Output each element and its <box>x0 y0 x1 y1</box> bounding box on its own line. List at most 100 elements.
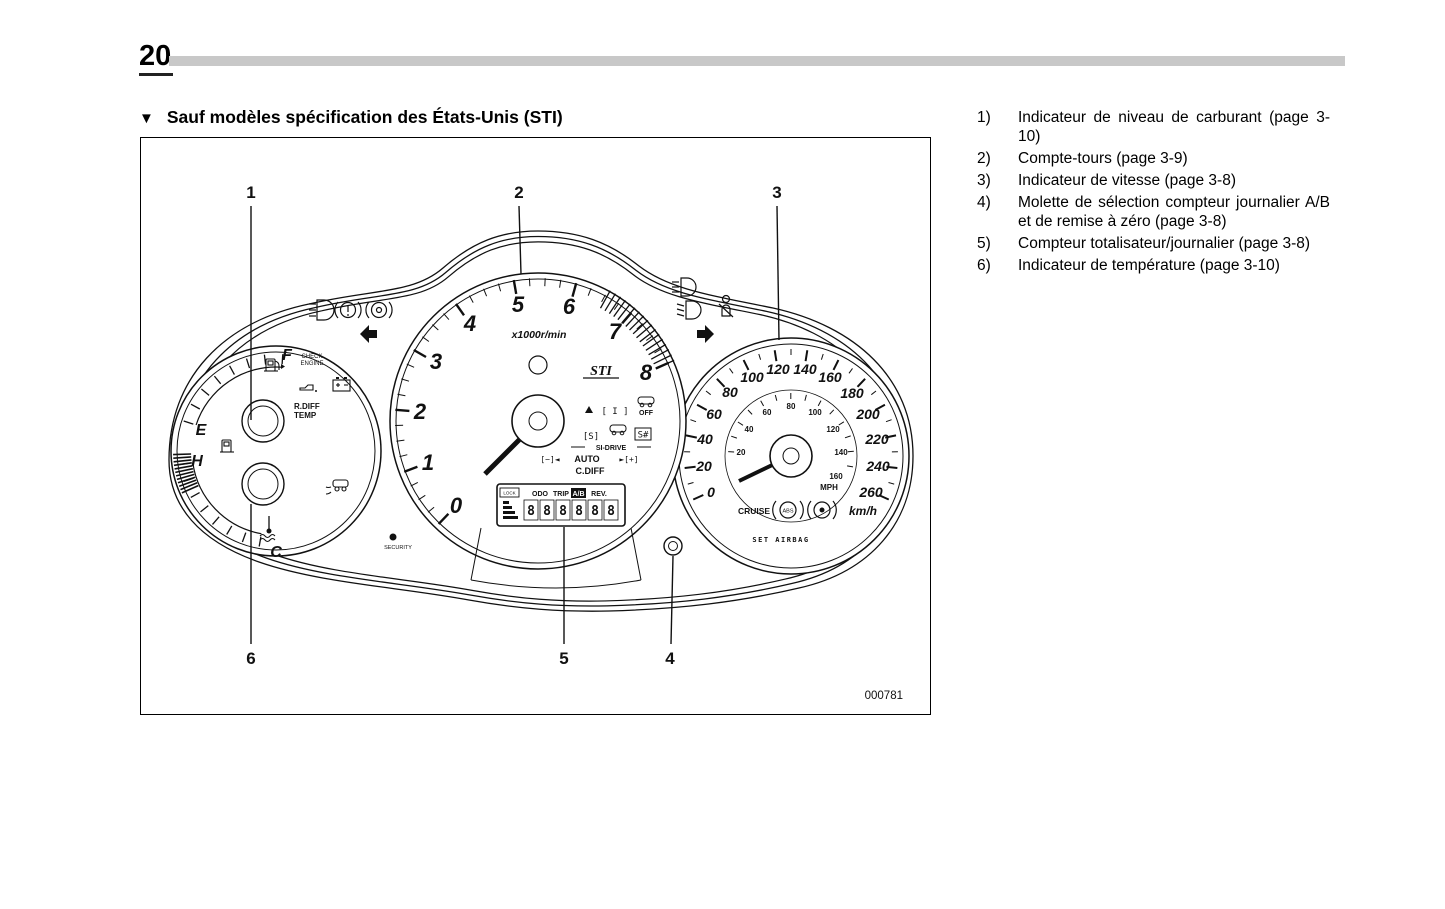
kmh-number: 0 <box>707 484 715 500</box>
turn-right-icon <box>697 325 714 343</box>
fuel-full-label: F <box>282 347 293 364</box>
figure-code: 000781 <box>865 690 903 702</box>
temp-cold-label: C <box>270 544 282 561</box>
callout-lines <box>250 205 780 645</box>
oil-warning-icon <box>365 301 393 319</box>
tach-number: 1 <box>422 450 434 475</box>
callout-4: 4 <box>665 649 675 668</box>
tach-number: 4 <box>463 311 476 336</box>
speedo-kmh-numbers: 0 20 40 60 80 100 120 140 160 180 200 22… <box>695 361 890 518</box>
legend-item-number: 1) <box>977 109 991 126</box>
battery-icon <box>332 377 351 392</box>
odo-label: ODO <box>532 491 549 498</box>
si-drive-sharp-label: S# <box>638 431 649 441</box>
odometer-digit: 8 <box>559 504 567 519</box>
callout-5: 5 <box>559 649 568 668</box>
heading-text: Sauf modèles spécification des États-Uni… <box>166 107 563 127</box>
odometer-digit: 8 <box>607 504 615 519</box>
page-number-underline <box>139 73 173 76</box>
fuel-pump-icon <box>264 358 285 372</box>
odometer-digit: 8 <box>543 504 551 519</box>
fuel-ticks <box>183 354 284 425</box>
fuel-scale-arc <box>195 366 282 426</box>
display-bezel <box>470 527 642 589</box>
legend-item-text: Indicateur de température (page 3-10) <box>1018 257 1280 274</box>
tach-number: 6 <box>563 294 576 319</box>
odometer-digit: 8 <box>591 504 599 519</box>
si-drive-car-icon <box>609 424 627 436</box>
section-heading: ▼ Sauf modèles spécification des États-U… <box>139 107 563 128</box>
tach-number: 3 <box>430 349 442 374</box>
rear-fog-icon <box>672 277 697 297</box>
odometer-digits: 8 8 8 8 8 8 <box>523 499 619 521</box>
callout-6: 6 <box>246 649 255 668</box>
speedo-minor-ticks <box>684 349 898 500</box>
security-label: SECURITY <box>384 545 412 551</box>
legend-item-text: Indicateur de niveau de carburant (page … <box>1018 109 1330 145</box>
legend-item-number: 4) <box>977 194 991 211</box>
tach-warning-lamp <box>528 355 548 375</box>
brake-warning-icon <box>334 301 362 319</box>
up-triangle-icon <box>585 406 593 413</box>
tach-minor-ticks <box>395 278 669 525</box>
kmh-number: 100 <box>740 369 764 385</box>
lock-label: LOCK <box>503 491 515 496</box>
vdc-off-label: OFF <box>639 410 654 417</box>
security-lamp-icon <box>389 533 397 541</box>
tach-number: 2 <box>413 399 427 424</box>
brake-icon <box>807 500 837 520</box>
si-drive-sharp-box <box>634 427 652 441</box>
fuel-gauge-knob <box>241 399 285 443</box>
mph-number: 80 <box>787 402 796 411</box>
page-number: 20 <box>139 40 172 72</box>
fuel-temp-gauge <box>170 345 382 557</box>
kmh-number: 60 <box>706 406 722 422</box>
tach-number: 0 <box>450 493 463 518</box>
legend-item-text: Compte-tours (page 3-9) <box>1018 150 1188 167</box>
fuel-empty-label: E <box>196 422 208 439</box>
kmh-number: 140 <box>793 361 817 377</box>
tach-numbers: 0 1 2 3 4 5 6 7 8 x1000r/min STI <box>413 292 653 518</box>
set-airbag-label: SET AIRBAG <box>752 536 809 544</box>
legend-item: 3) Indicateur de vitesse (page 3-8) <box>977 171 1350 190</box>
odometer-digit: 8 <box>575 504 583 519</box>
legend-item-number: 6) <box>977 257 991 274</box>
lock-box <box>499 487 520 498</box>
kmh-number: 260 <box>858 484 883 500</box>
si-drive-i-label: [ I ] <box>601 407 628 417</box>
kmh-number: 220 <box>864 431 889 447</box>
tach-unit-label: x1000r/min <box>511 329 567 341</box>
legend-item: 4) Molette de sélection compteur journal… <box>977 193 1350 231</box>
cdiff-plus-label: ►[+] <box>619 455 638 464</box>
callout-1: 1 <box>246 183 255 202</box>
si-drive-cluster: [ I ] OFF [S] S# SI-DRIVE [−]◄ <box>540 396 655 476</box>
traction-control-icon <box>325 479 349 495</box>
speedo-needle <box>738 434 813 483</box>
kmh-number: 240 <box>865 458 890 474</box>
legend: 1) Indicateur de niveau de carburant (pa… <box>977 108 1350 278</box>
abs-label: ABS <box>782 509 793 515</box>
vdc-off-car-icon <box>637 396 655 408</box>
oil-pressure-icon <box>299 384 317 392</box>
odometer-digit: 8 <box>527 504 535 519</box>
callout-3: 3 <box>772 183 781 202</box>
low-beam-icon <box>676 300 702 320</box>
tach-number: 7 <box>609 319 623 344</box>
high-beam-icon <box>309 299 335 321</box>
heading-marker-icon: ▼ <box>139 110 154 127</box>
abs-icon: ABS <box>772 500 804 520</box>
check-engine-label: ENGINE <box>300 361 323 367</box>
mph-number: 160 <box>829 472 843 481</box>
tach-redzone-hatch <box>599 290 675 370</box>
si-drive-label: SI-DRIVE <box>596 445 627 452</box>
speedo-mph-ticks <box>728 393 854 468</box>
mph-number: 20 <box>737 448 746 457</box>
kmh-number: 40 <box>696 431 713 447</box>
legend-item-number: 3) <box>977 172 991 189</box>
kmh-number: 80 <box>722 384 738 400</box>
rev-label: REV. <box>591 491 607 498</box>
cdiff-minus-label: [−]◄ <box>540 455 559 464</box>
sti-logo: STI <box>590 364 612 379</box>
kmh-unit-label: km/h <box>849 504 877 518</box>
